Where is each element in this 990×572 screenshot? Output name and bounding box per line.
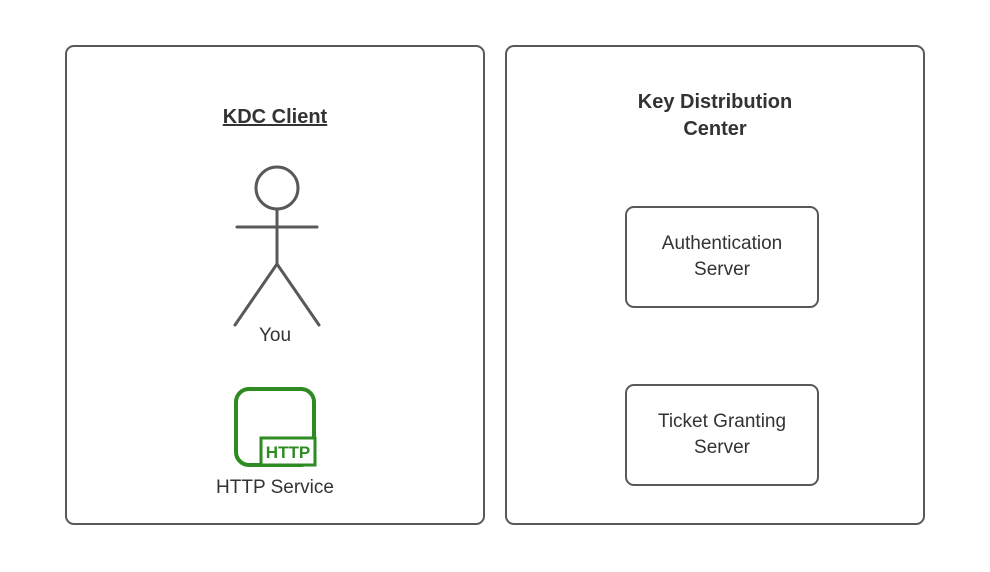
kdc-title-text: Key Distribution Center (637, 91, 793, 140)
http-service-icon: HTTP (234, 387, 317, 467)
http-service-label: HTTP Service (216, 477, 334, 498)
key-distribution-center-panel: Key Distribution Center Authentication S… (505, 45, 925, 525)
ticket-granting-server-node: Ticket Granting Server (625, 384, 819, 486)
actor-head (254, 165, 300, 211)
actor-icon (233, 165, 321, 327)
actor-right-leg (275, 262, 321, 327)
actor-label: You (258, 325, 292, 346)
authentication-server-label: Authentication Server (661, 233, 783, 280)
kdc-client-panel: KDC Client You HTTP HTTP Service (65, 45, 485, 525)
http-badge-box (259, 436, 317, 467)
kdc-client-title: KDC Client (222, 106, 328, 128)
actor-left-leg (233, 262, 279, 327)
ticket-granting-server-label: Ticket Granting Server (657, 411, 787, 458)
authentication-server-node: Authentication Server (625, 206, 819, 308)
kdc-title: Key Distribution Center (507, 89, 923, 143)
http-badge-label: HTTP (266, 443, 310, 462)
